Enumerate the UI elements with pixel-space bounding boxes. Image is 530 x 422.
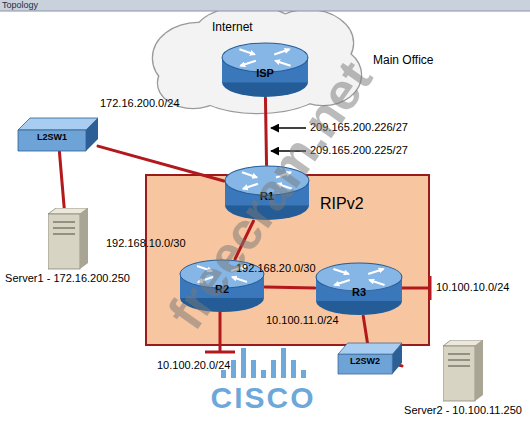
node-label: Internet [212, 20, 253, 34]
router-arrow [243, 184, 258, 189]
router-arrow [198, 277, 213, 282]
router-arrow [197, 266, 212, 271]
subnet-label: 10.100.11.0/24 [266, 314, 339, 327]
switch-top [338, 343, 402, 354]
switch-front [18, 130, 86, 151]
leader-arrow [271, 127, 306, 129]
router-arrow [277, 184, 292, 189]
node-label: RIPv2 [320, 194, 364, 213]
switch-icon: L2SW2 [338, 343, 402, 375]
logo-bar [231, 360, 236, 378]
logo-bar [241, 348, 246, 378]
router-arrow [369, 280, 384, 285]
annotation-label: 10.100.20.0/24 [157, 359, 230, 372]
router-arrow [232, 277, 247, 282]
server-front [48, 214, 80, 269]
node-label: R3 [315, 286, 403, 299]
network-link [398, 364, 402, 368]
subnet-label: 192.168.20.0/30 [236, 262, 316, 275]
node-label: R2 [179, 283, 265, 296]
server-shape [48, 208, 88, 270]
annotation-label: 10.100.10.0/24 [436, 281, 509, 294]
logo-bar [301, 370, 306, 378]
logo-bar [221, 370, 226, 378]
router-arrow [239, 49, 254, 54]
router-arrow [274, 49, 289, 54]
subnet-label: 172.16.200.0/24 [100, 97, 180, 110]
subnet-label: 192.168.10.0/30 [106, 237, 186, 250]
server-side [80, 208, 88, 269]
node-label: Server1 - 172.16.200.250 [0, 272, 135, 285]
server-shape [443, 340, 483, 402]
server-side [475, 340, 483, 401]
server-slot [448, 365, 470, 367]
network-link [235, 221, 253, 259]
node-label: ISP [221, 67, 309, 80]
network-link [363, 316, 367, 343]
logo-bar [251, 360, 256, 378]
logo-bar [281, 348, 286, 378]
annotation-label: Main Office [373, 53, 433, 67]
logo-text: CISCO [210, 380, 315, 416]
annotation-label: 209.165.200.226/27 [310, 121, 408, 134]
node-label: L2SW2 [338, 356, 392, 367]
internet-cloud: InternetISP [148, 3, 363, 116]
switch-top [18, 118, 98, 130]
router-icon: R1 [224, 165, 310, 221]
router-arrow [240, 61, 255, 66]
server-slot [53, 227, 75, 229]
logo-bar [261, 370, 266, 378]
network-link [59, 152, 64, 208]
node-label: L2SW1 [18, 132, 86, 143]
network-link [265, 98, 266, 165]
logo-bar [271, 360, 276, 378]
router-arrow [276, 172, 291, 177]
annotation-label: 209.165.200.225/27 [310, 144, 408, 157]
switch-side [86, 118, 98, 151]
switch-icon: L2SW1 [18, 118, 98, 152]
network-link [265, 287, 315, 288]
router-arrow [333, 269, 348, 274]
leader-arrow [271, 150, 306, 152]
switch-front [338, 354, 392, 374]
router-arrow [242, 172, 257, 177]
window-title: Topology [2, 0, 38, 11]
server-front [443, 346, 475, 401]
switch-side [392, 343, 402, 374]
network-link [98, 146, 224, 181]
server-slot [53, 221, 75, 223]
logo-bar [291, 360, 296, 378]
router-icon: ISP [221, 42, 309, 98]
logo-bars [221, 348, 306, 378]
server-icon: Server2 - 10.100.11.250 [398, 340, 528, 418]
router-arrow [275, 61, 290, 66]
node-label: Server2 - 10.100.11.250 [398, 404, 528, 417]
router-arrow [334, 280, 349, 285]
node-label: R1 [224, 190, 310, 203]
router-arrow [368, 269, 383, 274]
server-slot [448, 353, 470, 355]
server-slot [53, 233, 75, 235]
server-slot [448, 359, 470, 361]
lan-stub-end [205, 351, 235, 354]
router-icon: R3 [315, 262, 403, 316]
